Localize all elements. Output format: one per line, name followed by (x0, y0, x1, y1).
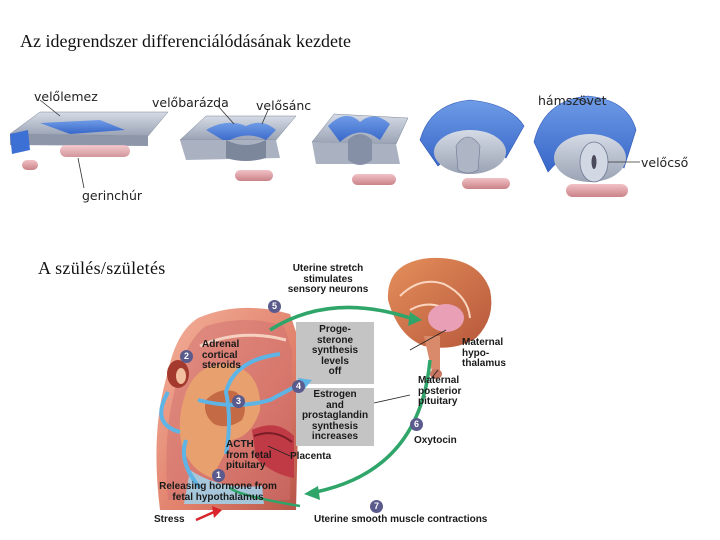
label-uterine-stretch: Uterine stretch stimulates sensory neuro… (280, 264, 376, 296)
label-acth: ACTH from fetal pituitary (226, 440, 272, 472)
step-badge-2: 2 (180, 350, 193, 363)
label-oxytocin: Oxytocin (414, 436, 457, 447)
label-maternal-pituitary: Maternal posterior pituitary (418, 376, 461, 408)
step-badge-6: 6 (410, 418, 423, 431)
label-contractions: Uterine smooth muscle contractions (314, 515, 487, 526)
label-estrogen: Estrogen and prostaglandin synthesis inc… (298, 390, 372, 443)
step-badge-4: 4 (292, 380, 305, 393)
label-placenta: Placenta (290, 452, 331, 463)
step-badge-5: 5 (268, 300, 281, 313)
step-badge-7: 7 (370, 500, 383, 513)
label-maternal-hypothalamus: Maternal hypo- thalamus (462, 338, 506, 370)
label-releasing-hormone: Releasing hormone from fetal hypothalamu… (150, 482, 286, 503)
label-progesterone: Proge- sterone synthesis levels off (304, 325, 366, 378)
label-stress: Stress (154, 515, 185, 526)
step-badge-1: 1 (212, 469, 225, 482)
label-adrenal: Adrenal cortical steroids (202, 340, 241, 372)
step-badge-3: 3 (232, 395, 245, 408)
